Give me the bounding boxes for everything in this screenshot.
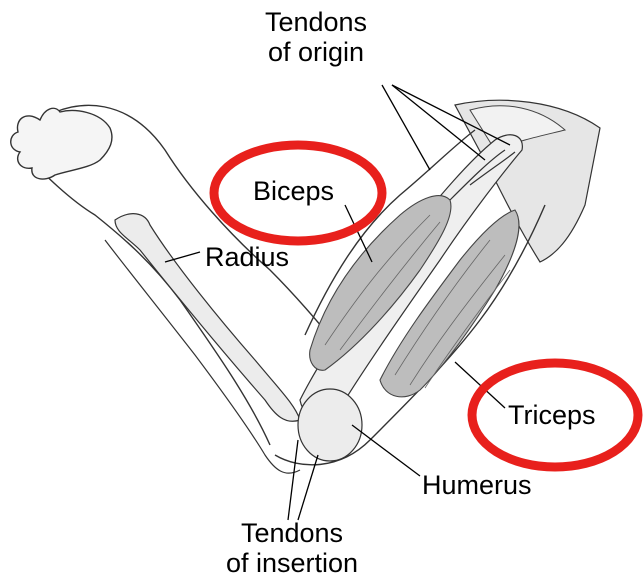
- triceps-label: Triceps: [508, 400, 596, 430]
- tendons-insertion-line2: of insertion: [207, 548, 377, 578]
- tendons-origin-line1: Tendons: [252, 7, 380, 37]
- tendons-insertion-line1: Tendons: [207, 518, 377, 548]
- tendons-origin-label: Tendons of origin: [252, 7, 380, 67]
- humerus-label: Humerus: [422, 470, 532, 500]
- leader-tendons-origin-1: [382, 85, 430, 170]
- leader-triceps: [455, 362, 505, 408]
- leader-humerus: [352, 425, 420, 476]
- tendons-origin-line2: of origin: [252, 37, 380, 67]
- tendons-insertion-label: Tendons of insertion: [207, 518, 377, 578]
- radius-label: Radius: [205, 242, 289, 272]
- hand-outline: [11, 108, 112, 179]
- leader-tendons-insertion-1: [288, 440, 298, 520]
- ulna-bone: [105, 240, 300, 473]
- biceps-label: Biceps: [253, 176, 334, 206]
